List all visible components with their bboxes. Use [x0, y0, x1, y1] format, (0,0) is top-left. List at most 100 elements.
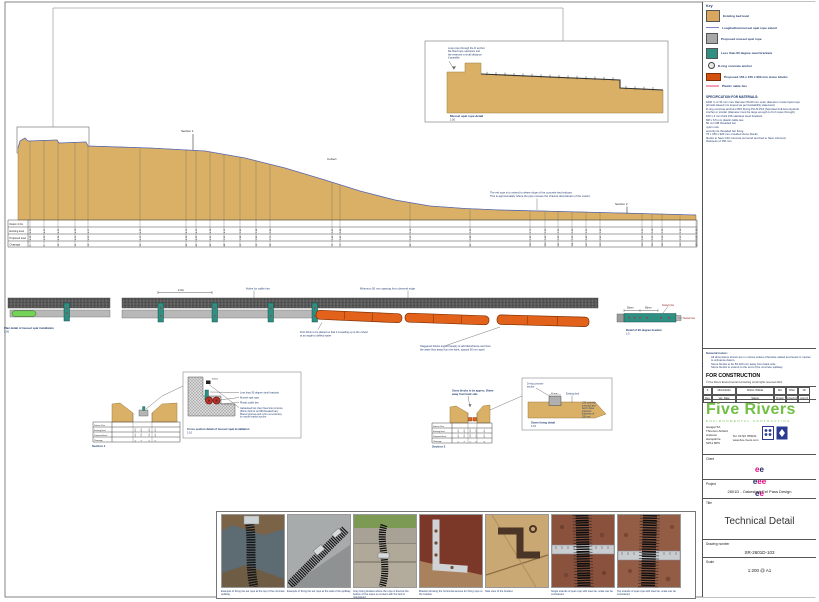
- svg-text:4.15: 4.15: [140, 235, 142, 240]
- svg-text:130: 130: [652, 242, 654, 246]
- svg-text:Existing level: Existing level: [433, 430, 445, 433]
- svg-text:3.9: 3.9: [464, 434, 466, 438]
- svg-text:Datum 4.0m: Datum 4.0m: [433, 425, 444, 428]
- svg-text:4.1: 4.1: [484, 429, 486, 433]
- svg-text:at an angle to deflect water: at an angle to deflect water: [300, 333, 331, 337]
- svg-text:0: 0: [135, 440, 137, 442]
- svg-text:4.01: 4.01: [210, 235, 212, 240]
- svg-text:Less than 90 degree steel brac: Less than 90 degree steel brackets: [240, 391, 280, 394]
- drawing-number: SR-2601D-103: [744, 550, 775, 555]
- svg-text:70: 70: [332, 243, 334, 246]
- svg-text:4.27: 4.27: [88, 228, 90, 233]
- svg-text:Proposed level: Proposed level: [10, 237, 27, 240]
- photo-strip: Example of fixing the eel rope at the to…: [216, 511, 696, 599]
- svg-text:4.20: 4.20: [88, 235, 90, 240]
- svg-text:Existing level: Existing level: [10, 230, 25, 233]
- svg-text:2.51: 2.51: [586, 228, 588, 233]
- svg-text:95: 95: [470, 243, 472, 246]
- svg-text:the water flow away from the b: the water flow away from the bank, space…: [420, 347, 485, 351]
- drawing-number-section: Drawing number SR-2601D-103: [703, 539, 816, 557]
- svg-text:Placed grooves and nylon nut e: Placed grooves and nylon nut extra key: [240, 413, 283, 416]
- svg-text:5: 5: [44, 244, 46, 246]
- svg-text:4.15: 4.15: [186, 228, 188, 233]
- svg-text:3.18: 3.18: [410, 228, 412, 233]
- svg-text:4.0: 4.0: [476, 429, 478, 433]
- section2-drawing: Stone blocks to be approx. 50mm away fro…: [431, 389, 523, 449]
- drawing-scale: 1:200 @ A1: [747, 568, 772, 573]
- svg-text:Existing level: Existing level: [94, 429, 106, 432]
- svg-text:Re-fixed rope upstream into: Re-fixed rope upstream into: [448, 49, 481, 53]
- plan-brackets: [157, 302, 318, 323]
- inset-detail-box: Loop rope through the D anchor. Re-fixed…: [424, 40, 669, 123]
- photo-cell-5: Side view of the bracket: [485, 514, 549, 598]
- company-tagline: ENVIRONMENTAL CONTRACTING: [706, 419, 791, 423]
- photo-cell-1: Example of fixing the eel rope at the to…: [221, 514, 285, 598]
- svg-text:4.2: 4.2: [155, 428, 157, 432]
- drawing-title: Technical Detail: [724, 516, 795, 527]
- svg-text:2.60: 2.60: [545, 235, 547, 240]
- scale-section: Scale 1:200 @ A1: [703, 557, 816, 576]
- general-notes-section: General notes: All dimensions shown are …: [703, 348, 816, 386]
- svg-text:the reservoir a small distance: the reservoir a small distance: [448, 52, 482, 56]
- company-phone: Tel: 01722 783041: [732, 434, 757, 438]
- svg-text:4.12: 4.12: [196, 228, 198, 233]
- stone-detail-box: 50 mm D-ring concrete anchor Existing be…: [521, 377, 613, 431]
- svg-text:1: 1: [464, 441, 466, 443]
- section2-marker: Section 2: [615, 202, 628, 206]
- svg-text:3.88: 3.88: [256, 228, 258, 233]
- svg-text:Proposed level: Proposed level: [94, 435, 108, 437]
- photo-cell-2: Example of fixing the eel rope at the wa…: [287, 514, 351, 598]
- svg-text:2.13: 2.13: [680, 235, 682, 240]
- svg-text:3: 3: [155, 440, 157, 442]
- svg-text:0: 0: [30, 244, 32, 246]
- svg-text:20: 20: [88, 243, 90, 246]
- svg-text:85: 85: [410, 243, 412, 246]
- anchor-label: D-ring concrete: [527, 383, 544, 386]
- svg-text:65mm: 65mm: [645, 307, 652, 310]
- svg-text:bed to have: bed to have: [582, 407, 595, 410]
- svg-text:3.95: 3.95: [240, 228, 242, 233]
- svg-text:45: 45: [210, 243, 212, 246]
- company-logo: Five Rivers: [706, 401, 796, 418]
- svg-text:3.9: 3.9: [470, 429, 472, 433]
- svg-text:10: 10: [58, 243, 60, 246]
- photo-1-rope-in-water: [221, 514, 285, 588]
- legend-swatch-rope-extent-line: [706, 26, 719, 29]
- inset-bracket-ticks: [486, 71, 654, 91]
- photo-4-caption: Bracket showing the horizontal access fo…: [419, 589, 483, 596]
- legend-swatch-cable-ties: [706, 85, 719, 87]
- svg-text:2.45: 2.45: [586, 235, 588, 240]
- bracket-detail: 50mm 65mm Swivel hole Swivel hole Detail…: [616, 304, 696, 336]
- long-section-table: Datum 4.0m Existing level Proposed level…: [7, 219, 698, 248]
- svg-text:Existing bed: Existing bed: [566, 393, 580, 396]
- photo-5-caption: Side view of the bracket: [485, 589, 513, 593]
- section2-table: Datum 4.0m Existing level Proposed level…: [431, 422, 493, 444]
- bracket-detail-caption: Detail of 90 degree bracket: [626, 328, 662, 332]
- svg-text:4.02: 4.02: [224, 228, 226, 233]
- plan-dim-label: 2.0m: [178, 288, 185, 292]
- photo-cell-3: Grey fixing bracket where the rope is fi…: [353, 514, 417, 599]
- photo-4-l-bracket: [419, 514, 483, 588]
- svg-text:58: 58: [270, 243, 272, 246]
- svg-text:3.9: 3.9: [141, 433, 143, 437]
- title-block-panel: Key Existing bed level Longitudinal muss…: [702, 2, 816, 597]
- svg-text:1:50: 1:50: [450, 118, 456, 122]
- svg-text:3.80: 3.80: [256, 235, 258, 240]
- first-block-note: First block to be placed so that it is l…: [300, 330, 368, 334]
- company-website[interactable]: www.five-rivers.com: [732, 438, 759, 443]
- stone-detail-caption: Stone lining detail: [531, 421, 555, 425]
- photo-3-caption: Grey fixing bracket where the rope is fi…: [353, 589, 409, 599]
- photo-5-z-bracket: [485, 514, 549, 588]
- svg-text:2.61: 2.61: [558, 228, 560, 233]
- svg-text:4.30: 4.30: [58, 228, 60, 233]
- svg-text:111: 111: [558, 242, 560, 246]
- section1-drawing: Datum 4.0m Existing level Proposed level…: [92, 385, 184, 448]
- materials-specification: SPECIFICATION FOR MATERIALS: 1000 m of 3…: [706, 95, 800, 144]
- svg-text:55: 55: [256, 243, 258, 246]
- svg-text:42: 42: [196, 243, 198, 246]
- photo-cell-4: Bracket showing the horizontal access fo…: [419, 514, 483, 598]
- svg-text:1:10: 1:10: [531, 424, 537, 428]
- svg-text:4.1: 4.1: [135, 433, 137, 437]
- long-section-bed: [17, 137, 697, 221]
